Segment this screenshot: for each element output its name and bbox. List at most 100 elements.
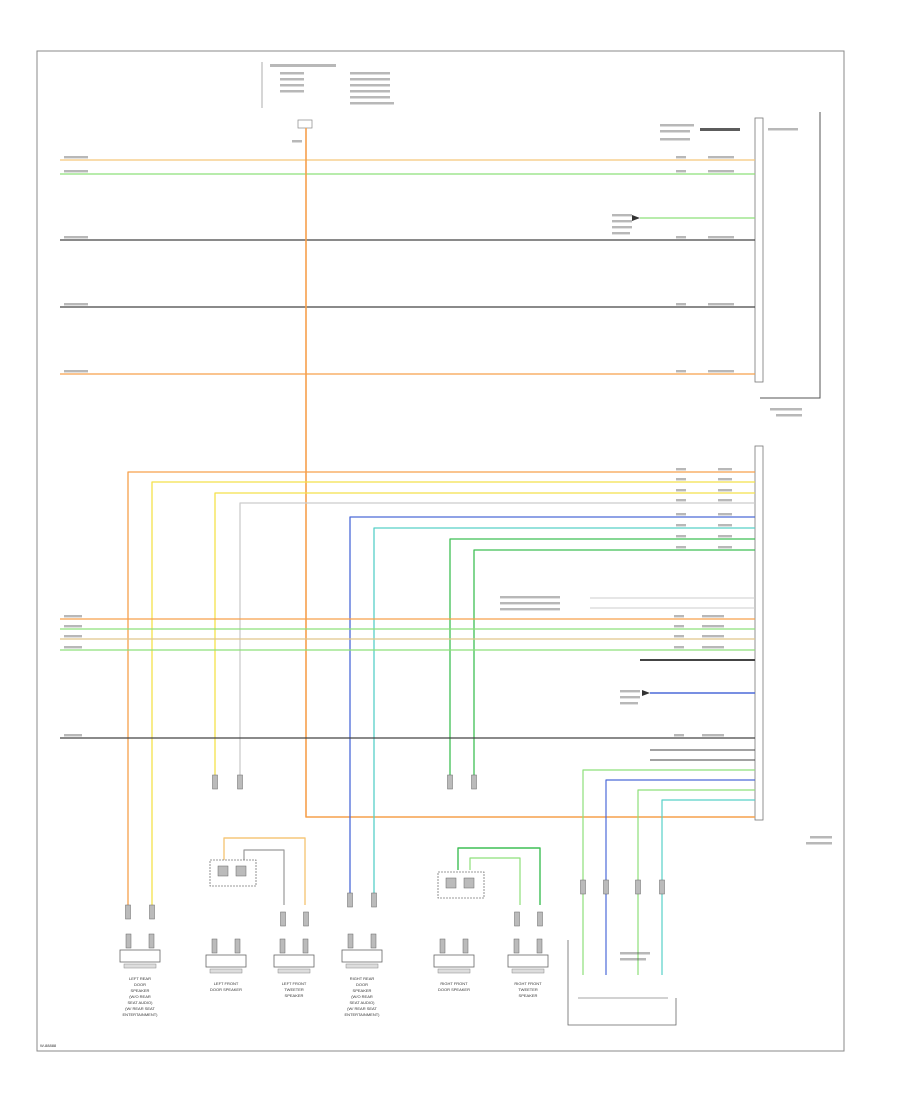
wire-label: [676, 489, 686, 492]
junction-pin: [463, 877, 475, 889]
connector-pin: [513, 938, 520, 954]
wire-label: [718, 489, 732, 492]
junction-pin: [235, 865, 247, 877]
wire-label: [64, 156, 88, 159]
wire-label: [708, 170, 734, 173]
speaker-label-line: DOOR SPEAKER: [210, 987, 242, 992]
speaker-label-line: TWEETER: [518, 987, 538, 992]
data-link-arrow-2: [642, 690, 650, 696]
right-tweeter-loop: [457, 847, 541, 905]
wire-label: [612, 232, 630, 235]
speaker-run-wire-5: [349, 516, 755, 893]
speaker-label-line: TWEETER: [284, 987, 304, 992]
speaker-label-line: LEFT REAR: [129, 976, 151, 981]
wire-label: [64, 236, 88, 239]
speaker-run-wire-3: [214, 492, 755, 775]
amplifier-connector: [754, 445, 832, 845]
inline-connector: [371, 892, 377, 908]
wire-label: [620, 696, 640, 699]
footer-code: W-88888: [40, 1043, 57, 1048]
wire-label: [64, 170, 88, 173]
connector-pin: [211, 938, 218, 954]
wire-label: [702, 646, 724, 649]
wires: [60, 128, 755, 975]
speaker-label-line: RIGHT FRONT: [440, 981, 468, 986]
wire-label: [676, 303, 686, 306]
connector-pin: [347, 933, 354, 949]
inline-connector: [347, 892, 353, 908]
fuse-block: [261, 61, 394, 143]
connector-pin: [234, 938, 241, 954]
wire-label: [612, 220, 632, 223]
subwoofer-speaker: [567, 940, 677, 1026]
wire-label: [708, 236, 734, 239]
crossover-junction-1: [209, 859, 257, 887]
fuse-icon: [297, 119, 313, 129]
wire-label: [674, 615, 684, 618]
inline-connector: [212, 774, 218, 790]
speaker-label-line: (W/O REAR: [129, 994, 151, 999]
inline-connector: [149, 904, 155, 920]
speaker-body: [205, 954, 247, 968]
junction-box: [437, 871, 485, 899]
wire-label: [64, 734, 82, 737]
inline-connector: [603, 879, 609, 895]
wire-label: [676, 156, 686, 159]
wire-label: [702, 625, 724, 628]
wire-label: [676, 535, 686, 538]
speaker-label-line: LEFT FRONT: [214, 981, 239, 986]
speaker-label-line: SPEAKER: [285, 993, 304, 998]
speaker-label-line: DOOR: [134, 982, 146, 987]
wire-label: [612, 214, 632, 217]
speaker-cone: [511, 968, 545, 974]
connector-pin: [439, 938, 446, 954]
connector-pin: [125, 933, 132, 949]
connector-pin: [536, 938, 543, 954]
wire-label: [674, 625, 684, 628]
wire-label: [718, 499, 732, 502]
speaker-label-line: SEAT AUDIO): [350, 1000, 376, 1005]
wire-label: [718, 546, 732, 549]
wire-label: [500, 608, 560, 611]
right-tweeter-loop-2: [469, 857, 521, 905]
speaker-label-line: RIGHT REAR: [350, 976, 375, 981]
inline-connector: [471, 774, 477, 790]
wire-label: [702, 615, 724, 618]
speaker-label-line: ENTERTAINMENT): [345, 1012, 381, 1017]
wire-label: [612, 226, 632, 229]
wire-label: [674, 734, 684, 737]
connector-pin: [148, 933, 155, 949]
speaker-label-line: (W/ REAR SEAT: [125, 1006, 155, 1011]
subwoofer-wire-4: [661, 799, 755, 975]
speaker-cone: [123, 963, 157, 969]
radio-connector: [660, 112, 821, 417]
speaker-run-wire-8: [473, 549, 755, 775]
wire-label: [64, 303, 88, 306]
wire-label: [708, 303, 734, 306]
wire-label: [64, 625, 82, 628]
speaker-body: [433, 954, 475, 968]
wire-label: [676, 478, 686, 481]
connector-pin: [370, 933, 377, 949]
wire-label: [718, 513, 732, 516]
wire-label: [674, 635, 684, 638]
connector-pin: [302, 938, 309, 954]
wire-label: [676, 236, 686, 239]
data-link-arrow: [632, 215, 640, 221]
fuse-feed-wire: [305, 128, 755, 818]
wire-label: [64, 370, 88, 373]
wire-label: [718, 478, 732, 481]
speaker-run-wire-2: [151, 481, 755, 905]
speaker-run-wire-4: [239, 502, 755, 775]
speaker-label-line: (W/O REAR: [351, 994, 373, 999]
speaker-label-line: SPEAKER: [519, 993, 538, 998]
inline-connector: [537, 911, 543, 927]
speaker-body: [273, 954, 315, 968]
inline-connector: [125, 904, 131, 920]
wire-label: [500, 602, 560, 605]
subwoofer-wire-1: [582, 769, 755, 975]
